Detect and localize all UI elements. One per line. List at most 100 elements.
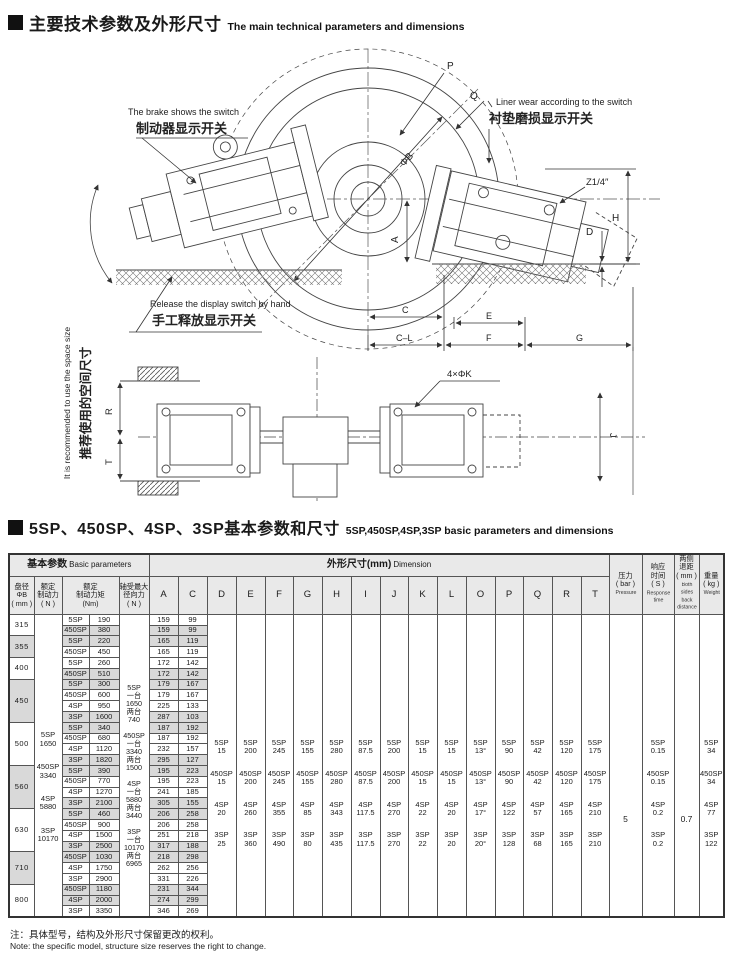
- footnote: 注：具体型号，结构及外形尺寸保留更改的权利。 Note: the specifi…: [10, 927, 732, 951]
- model-cell: 450SP: [61, 775, 90, 788]
- dim-K-cell-value: 4SP 22: [415, 799, 430, 817]
- diameter-cell: 630: [8, 808, 35, 853]
- holes-callout: 4×ΦK: [414, 369, 500, 408]
- dim-F-cell-value: 450SP 245: [267, 768, 291, 787]
- torque-cell: 460: [88, 808, 120, 820]
- section2-header: 5SP、450SP、4SP、3SP基本参数和尺寸 5SP,450SP,4SP,3…: [0, 505, 732, 539]
- rated-force-cell-value: 4SP 5880: [39, 794, 57, 812]
- dim-C-cell: 344: [177, 883, 208, 896]
- dim-R-cell-value: 5SP 120: [559, 737, 574, 756]
- dim-C-cell: 269: [177, 905, 208, 918]
- model-cell: 5SP: [61, 721, 90, 734]
- response-time-cell-value: 5SP 0.15: [650, 737, 666, 756]
- dim-A-cell: 195: [148, 765, 179, 777]
- weight-cell-value: 4SP 77: [704, 799, 719, 817]
- col-header-L: L: [436, 576, 467, 615]
- dimension-zh: 外形尺寸(mm): [326, 559, 392, 571]
- torque-cell: 190: [88, 613, 120, 626]
- dim-R-cell-value: 450SP 120: [555, 768, 578, 787]
- dim-cl-label: C–L: [396, 333, 413, 343]
- torque-cell: 1820: [88, 754, 120, 766]
- diameter-header: 盘径ΦB ( mm ): [8, 576, 35, 615]
- dim-A-cell: 262: [148, 862, 179, 874]
- torque-cell: 380: [88, 624, 120, 637]
- col-header-C: C: [177, 576, 208, 615]
- dim-C-cell: 223: [177, 765, 208, 777]
- diameter-cell: 800: [8, 883, 35, 918]
- dim-D-cell-value: 3SP 25: [214, 830, 229, 848]
- dim-T-cell-value: 4SP 210: [587, 799, 603, 817]
- dim-G-cell-value: 4SP 85: [300, 799, 315, 817]
- dim-F-cell-value: 3SP 490: [271, 830, 287, 848]
- basic-params-en: Basic parameters: [69, 560, 132, 570]
- leader-thread: [559, 186, 586, 204]
- dim-A-cell: 331: [148, 872, 179, 885]
- col-header-I: I: [350, 576, 381, 615]
- table-subheader-row: 盘径ΦB ( mm ) 额定 制动力 ( N ) 额定 制动力矩 (Nm) 轴受…: [8, 576, 724, 615]
- dim-Q-cell-value: 3SP 68: [530, 830, 545, 848]
- dim-E-cell-value: 5SP 200: [243, 737, 258, 756]
- dim-C-cell: 258: [177, 818, 208, 831]
- model-cell: 3SP: [61, 754, 90, 766]
- dim-P-cell-value: 5SP 90: [501, 737, 517, 756]
- col-header-P: P: [494, 576, 524, 615]
- dim-C-cell: 119: [177, 635, 208, 648]
- table-group-header-row: 基本参数 Basic parameters 外形尺寸(mm) Dimension…: [8, 553, 725, 615]
- radial-force-cell-value: 5SP 一台 1650 两台 740: [126, 682, 142, 724]
- torque-cell: 680: [88, 732, 120, 745]
- dim-C-cell: 167: [177, 689, 208, 702]
- dim-J-cell-value: 5SP 200: [386, 737, 402, 756]
- torque-cell: 600: [88, 689, 120, 702]
- liner-wear-zh: 衬垫磨损显示开关: [489, 111, 593, 126]
- torque-cell: 340: [88, 721, 120, 734]
- dim-A-cell: 172: [148, 667, 179, 680]
- dim-I-cell-value: 3SP 117.5: [356, 830, 375, 848]
- dim-A-cell: 218: [148, 851, 179, 864]
- dim-Q-cell-value: 450SP 42: [526, 768, 549, 787]
- col-header-G: G: [292, 576, 323, 615]
- left-caliper: [128, 124, 329, 249]
- torque-cell: 950: [88, 700, 120, 713]
- dim-I-cell-value: 5SP 87.5: [358, 737, 373, 756]
- footnote-en: Note: the specific model, structure size…: [10, 941, 267, 952]
- torque-cell: 1600: [88, 711, 120, 723]
- dim-C-cell: 167: [177, 678, 208, 691]
- dim-T-cell-value: 5SP 175: [587, 737, 603, 756]
- dim-A-cell: 165: [148, 635, 179, 648]
- dim-t-label: T: [104, 459, 115, 465]
- col-header-F: F: [264, 576, 294, 615]
- dim-A-cell: 241: [148, 786, 179, 799]
- swing-arc: [89, 184, 113, 284]
- dim-T-cell-value: 450SP 175: [583, 768, 607, 787]
- torque-cell: 2100: [88, 797, 120, 810]
- dim-q-label: Q: [470, 91, 478, 102]
- dim-A-cell: 187: [148, 732, 179, 745]
- dim-e-label: E: [486, 311, 492, 321]
- weight-cell-value: 3SP 122: [704, 830, 719, 848]
- section-marker-icon: [8, 519, 23, 535]
- torque-cell: 1270: [88, 786, 120, 799]
- torque-cell: 450: [88, 646, 120, 659]
- torque-cell: 510: [88, 667, 120, 680]
- col-header-H: H: [321, 576, 352, 615]
- dim-C-cell: 298: [177, 851, 208, 864]
- dim-C-cell: 157: [177, 743, 208, 756]
- dim-bottom: [367, 275, 634, 351]
- dim-A-cell: 206: [148, 818, 179, 831]
- torque-cell: 1500: [88, 829, 120, 842]
- radial-force-cell-value: 450SP 一台 3340 两台 1500: [123, 730, 145, 772]
- section1-title-en: The main technical parameters and dimens…: [227, 21, 465, 33]
- radial-force-cell-value: 3SP 一台 10170 两台 6965: [124, 826, 144, 868]
- pressure-header: 压力 ( bar ) Pressure: [608, 553, 643, 615]
- ground-left: [116, 269, 342, 285]
